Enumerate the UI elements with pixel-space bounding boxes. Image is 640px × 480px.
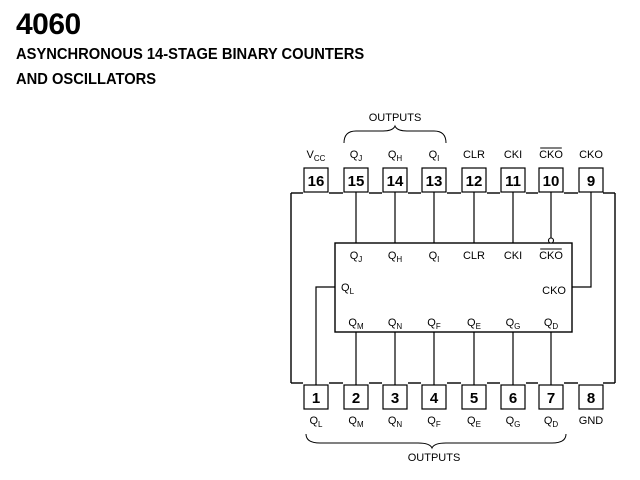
pin-label-6: QG bbox=[506, 415, 521, 429]
chip-label-bottom: QF bbox=[427, 317, 441, 331]
chip-label-bottom: QE bbox=[467, 317, 481, 331]
pin-number-13: 13 bbox=[426, 173, 443, 190]
bottom-outputs-label: OUTPUTS bbox=[408, 452, 461, 464]
pin-box-10 bbox=[538, 167, 564, 193]
part-number: 4060 bbox=[16, 8, 81, 41]
chip-label-bottom: QN bbox=[388, 317, 403, 331]
chip-label-bottom: QM bbox=[348, 317, 364, 331]
wire-top-9 bbox=[572, 192, 592, 288]
pin-box-9 bbox=[578, 167, 604, 193]
pin-number-3: 3 bbox=[391, 390, 399, 407]
pin-number-14: 14 bbox=[387, 173, 404, 190]
pin-number-15: 15 bbox=[348, 173, 365, 190]
pin-label-3: QN bbox=[388, 415, 403, 429]
pin-label-9: CKO bbox=[579, 149, 603, 161]
pin-number-12: 12 bbox=[466, 173, 483, 190]
chip-label-top: CKO bbox=[539, 250, 563, 262]
pin-box-12 bbox=[461, 167, 487, 193]
pin-number-6: 6 bbox=[509, 390, 517, 407]
pin-label-12: CLR bbox=[463, 149, 485, 161]
datasheet-header: 4060 ASYNCHRONOUS 14-STAGE BINARY COUNTE… bbox=[16, 8, 394, 92]
pin-label-14: QH bbox=[388, 149, 403, 163]
pin-label-1: QL bbox=[309, 415, 323, 429]
chip-label-bottom: QG bbox=[506, 317, 521, 331]
pin-label-8: GND bbox=[579, 415, 604, 427]
chip-body bbox=[334, 242, 573, 333]
top-outputs-label: OUTPUTS bbox=[369, 112, 422, 124]
pin-number-10: 10 bbox=[543, 173, 560, 190]
inversion-bubble bbox=[547, 237, 555, 244]
chip-label-top: QJ bbox=[350, 250, 363, 264]
pin-label-11: CKI bbox=[504, 149, 522, 161]
pin-label-5: QE bbox=[467, 415, 481, 429]
pin-number-16: 16 bbox=[308, 173, 325, 190]
pin-number-8: 8 bbox=[587, 390, 595, 407]
pin-label-2: QM bbox=[348, 415, 364, 429]
pin-label-7: QD bbox=[544, 415, 559, 429]
title-line-2: AND OSCILLATORS bbox=[16, 71, 157, 88]
pin-number-2: 2 bbox=[352, 390, 360, 407]
pin-label-16: VCC bbox=[307, 149, 326, 163]
chip-label-right: CKO bbox=[542, 285, 566, 297]
title-line-1: ASYNCHRONOUS 14-STAGE BINARY COUNTERS bbox=[16, 46, 365, 63]
pin-number-1: 1 bbox=[312, 390, 320, 407]
pin-label-4: QF bbox=[427, 415, 441, 429]
chip-label-top: QI bbox=[429, 250, 440, 264]
pin-box-8 bbox=[578, 384, 604, 410]
chip-label-top: CKI bbox=[504, 250, 522, 262]
pin-label-13: QI bbox=[429, 149, 440, 163]
chip-label-top: QH bbox=[388, 250, 403, 264]
pin-box-1 bbox=[303, 384, 329, 410]
top-outputs-brace bbox=[343, 124, 447, 144]
pin-box-4 bbox=[421, 384, 447, 410]
pin-number-4: 4 bbox=[430, 390, 439, 407]
pin-box-13 bbox=[421, 167, 447, 193]
chip-label-left: QL bbox=[341, 282, 355, 296]
pin-number-11: 11 bbox=[505, 173, 521, 190]
pin-number-5: 5 bbox=[470, 390, 478, 407]
pin-box-5 bbox=[461, 384, 487, 410]
pin-label-10: CKO bbox=[539, 149, 563, 161]
chip-label-top: CLR bbox=[463, 250, 485, 262]
pin-number-7: 7 bbox=[547, 390, 555, 407]
bottom-outputs-brace bbox=[305, 433, 567, 450]
pin-box-16 bbox=[303, 167, 329, 193]
chip-label-bottom: QD bbox=[544, 317, 559, 331]
pin-label-15: QJ bbox=[350, 149, 363, 163]
pin-number-9: 9 bbox=[587, 173, 595, 190]
wire-bottom-1 bbox=[315, 286, 335, 385]
